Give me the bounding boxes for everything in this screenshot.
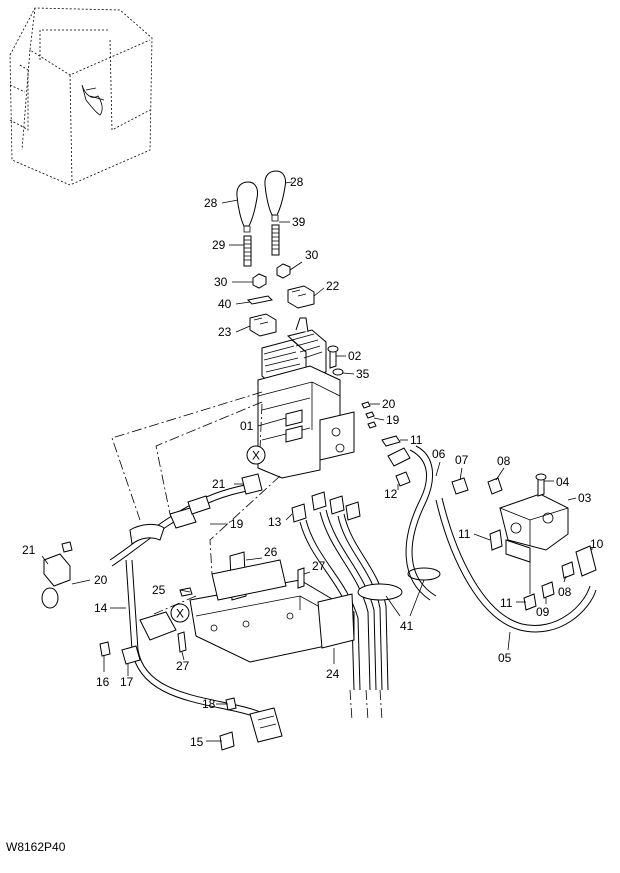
callout-22: 22 (326, 279, 340, 293)
callout-20-top: 20 (382, 397, 396, 411)
callout-30-left: 30 (214, 275, 228, 289)
callout-18: 18 (202, 697, 216, 711)
callout-20-left: 20 (94, 573, 108, 587)
fittings-valve (291, 435, 411, 523)
switch-22 (287, 285, 315, 309)
callout-24: 24 (326, 667, 340, 681)
callout-01: 01 (240, 419, 254, 433)
callout-07: 07 (455, 453, 469, 467)
callout-11-top: 11 (410, 433, 423, 447)
callout-05: 05 (498, 651, 512, 665)
detail-marker-label: X (252, 449, 260, 463)
joystick-valve-assembly (257, 317, 355, 479)
detail-marker-label: X (176, 607, 184, 621)
nut-left (252, 273, 267, 289)
callout-08-bottom: 08 (558, 585, 572, 599)
callout-29: 29 (212, 238, 226, 252)
hose-bundle-41 (299, 509, 441, 721)
callout-09: 09 (536, 605, 550, 619)
lever-grip-left (236, 181, 258, 233)
callout-leaders (41, 181, 593, 742)
nut-right (276, 263, 291, 279)
screws-20-19 (361, 401, 377, 429)
callout-11-mid: 11 (458, 527, 471, 541)
callout-21-left: 21 (22, 543, 36, 557)
callout-06: 06 (432, 447, 446, 461)
callout-27-top: 27 (312, 559, 326, 573)
plate-40 (246, 295, 274, 305)
callout-02: 02 (348, 349, 362, 363)
callout-23: 23 (218, 325, 232, 339)
callout-15: 15 (190, 735, 204, 749)
callout-19-bottom: 19 (230, 517, 244, 531)
callout-labels: 28 28 39 29 30 30 22 40 23 02 35 20 19 0… (22, 175, 604, 749)
callout-16: 16 (96, 675, 110, 689)
callout-03: 03 (578, 491, 592, 505)
lever-grip-right (264, 170, 286, 222)
callout-40: 40 (218, 297, 232, 311)
hose-05-06 (405, 445, 597, 633)
callout-27-bottom: 27 (176, 659, 190, 673)
callout-13: 13 (268, 515, 282, 529)
callout-17: 17 (120, 675, 134, 689)
callout-41: 41 (400, 619, 414, 633)
drawing-code: W8162P40 (6, 840, 66, 854)
detail-marker-upper: X (246, 445, 266, 465)
callout-21-top: 21 (212, 477, 226, 491)
callout-19-top: 19 (386, 413, 400, 427)
valve-block-03 (451, 473, 597, 611)
detail-marker-lower: X (170, 603, 190, 623)
callout-14: 14 (94, 601, 108, 615)
callout-08-top: 08 (497, 454, 511, 468)
callout-35: 35 (356, 367, 370, 381)
callout-04: 04 (556, 475, 570, 489)
callout-12: 12 (384, 487, 398, 501)
cab-outline (9, 7, 153, 186)
callout-28-right: 28 (290, 175, 304, 189)
wiring-harness (41, 473, 283, 751)
callout-11-bottom: 11 (500, 596, 513, 610)
callout-25: 25 (152, 583, 166, 597)
threaded-rod-right (271, 224, 280, 256)
bracket-24-26 (177, 551, 355, 663)
callout-39: 39 (292, 215, 306, 229)
switch-23 (249, 313, 277, 337)
callout-10: 10 (590, 537, 604, 551)
callout-26: 26 (264, 545, 278, 559)
callout-30-right: 30 (305, 248, 319, 262)
threaded-rod-left (243, 235, 252, 267)
callout-28-left: 28 (204, 196, 218, 210)
